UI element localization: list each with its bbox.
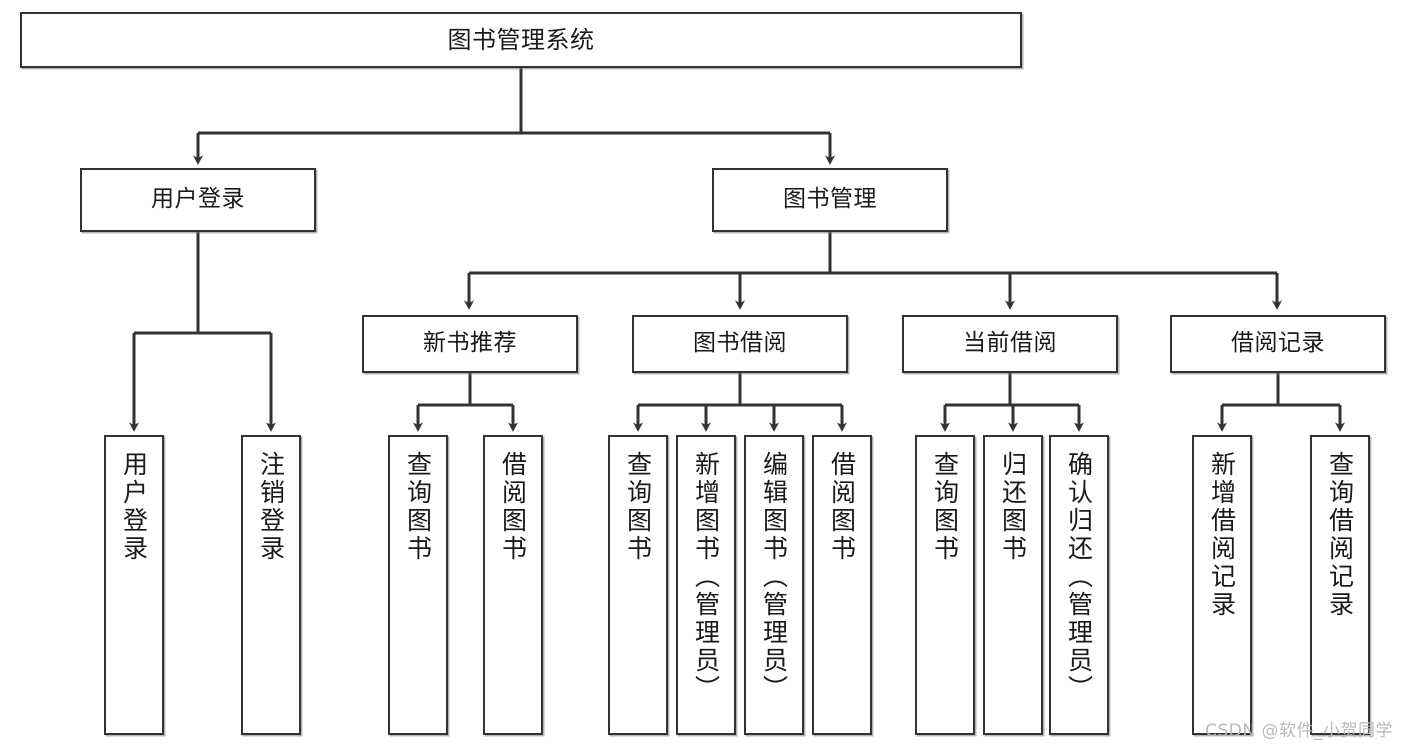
node-label: 查询图书 — [623, 451, 653, 563]
node-leaf-return-book[interactable]: 归还图书 — [983, 435, 1043, 735]
node-leaf-confirm-return-admin[interactable]: 确认归还（管理员） — [1049, 435, 1109, 735]
node-leaf-add-book-admin[interactable]: 新增图书（管理员） — [676, 435, 736, 735]
node-label: 新书推荐 — [423, 330, 517, 357]
watermark: CSDN @软件_小贺同学 — [1205, 721, 1393, 741]
node-label: 归还图书 — [998, 451, 1028, 563]
node-borrow-records[interactable]: 借阅记录 — [1170, 315, 1386, 373]
node-label: 确认归还（管理员） — [1064, 451, 1094, 703]
node-leaf-query-book-current[interactable]: 查询图书 — [915, 435, 975, 735]
node-label: 用户登录 — [151, 186, 245, 213]
node-user-login[interactable]: 用户登录 — [80, 168, 316, 232]
node-label: 查询图书 — [930, 451, 960, 563]
node-leaf-query-book-recommend[interactable]: 查询图书 — [388, 435, 448, 735]
node-label: 当前借阅 — [963, 330, 1057, 357]
node-leaf-logout[interactable]: 注销登录 — [241, 435, 301, 735]
node-label: 借阅图书 — [827, 451, 857, 563]
node-label: 编辑图书（管理员） — [759, 451, 789, 703]
node-label: 图书借阅 — [693, 330, 787, 357]
node-current-borrow[interactable]: 当前借阅 — [902, 315, 1118, 373]
node-leaf-edit-book-admin[interactable]: 编辑图书（管理员） — [744, 435, 804, 735]
node-label: 借阅图书 — [498, 451, 528, 563]
node-label: 注销登录 — [256, 451, 286, 563]
node-leaf-user-login[interactable]: 用户登录 — [104, 435, 164, 735]
node-label: 查询图书 — [403, 451, 433, 563]
node-leaf-add-borrow-record[interactable]: 新增借阅记录 — [1192, 435, 1252, 735]
node-book-management[interactable]: 图书管理 — [712, 168, 948, 232]
node-label: 新增图书（管理员） — [691, 451, 721, 703]
node-leaf-borrow-book-recommend[interactable]: 借阅图书 — [483, 435, 543, 735]
node-leaf-query-borrow-record[interactable]: 查询借阅记录 — [1310, 435, 1370, 735]
node-leaf-query-book-borrow[interactable]: 查询图书 — [608, 435, 668, 735]
node-label: 借阅记录 — [1231, 330, 1325, 357]
node-label: 查询借阅记录 — [1325, 451, 1355, 619]
node-new-book-recommend[interactable]: 新书推荐 — [362, 315, 578, 373]
node-root-system[interactable]: 图书管理系统 — [20, 12, 1022, 68]
node-label: 图书管理系统 — [447, 25, 595, 54]
node-leaf-borrow-book[interactable]: 借阅图书 — [812, 435, 872, 735]
node-label: 图书管理 — [783, 186, 877, 213]
node-label: 用户登录 — [119, 451, 149, 563]
node-book-borrow[interactable]: 图书借阅 — [632, 315, 848, 373]
node-label: 新增借阅记录 — [1207, 451, 1237, 619]
